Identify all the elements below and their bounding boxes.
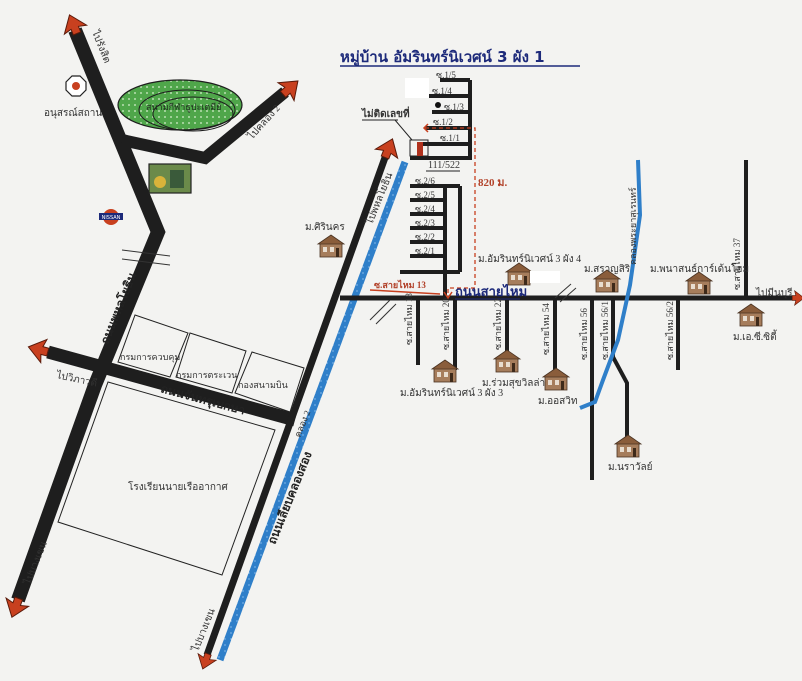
svg-text:ซ.1/4: ซ.1/4	[432, 86, 452, 96]
arrow-to-minburi	[791, 290, 802, 306]
village-label-ec-cities: ม.เอ.ซี.ซิตี้	[733, 329, 778, 343]
svg-text:ซ.2/2: ซ.2/2	[415, 232, 435, 242]
house-icon-ec-cities	[737, 303, 765, 327]
house-icon-amarin4	[505, 262, 533, 286]
soi-label-20: ซ.สายไหม 20	[441, 298, 451, 350]
house-icon-narawan	[614, 434, 642, 458]
road-label-sai-mai: ถนนสายไหม	[455, 283, 527, 300]
house-marker	[417, 142, 423, 156]
map-title: หมู่บ้าน อัมรินทร์นิเวศน์ 3 ผัง 1	[340, 48, 545, 67]
park-area	[117, 79, 243, 132]
svg-text:ซ.1/3: ซ.1/3	[444, 102, 464, 112]
block-outlines	[57, 314, 305, 576]
house-icon-panasan	[685, 271, 713, 295]
soi-network	[400, 78, 472, 298]
village-label-amarin3: ม.อัมรินทร์นิเวศน์ 3 ผัง 3	[400, 387, 503, 399]
house-icon-sirinakorn	[317, 234, 345, 258]
soi-label-56-2: ซ.สายไหม 56/2	[665, 301, 675, 360]
label-dept-control: กรมการควบคุม	[120, 352, 180, 363]
svg-text:ซ.2/5: ซ.2/5	[415, 190, 435, 200]
side-sois	[416, 160, 748, 480]
bridge-marks	[121, 249, 577, 325]
road-phahon-yothin	[11, 27, 289, 603]
canal-east	[579, 159, 643, 410]
house-icon-orchid	[542, 367, 570, 391]
house-number: 111/522	[428, 160, 460, 171]
house-icon-ruamsuk	[493, 349, 521, 373]
svg-text:ซ.2/4: ซ.2/4	[415, 204, 435, 214]
road-chantharupbeksa	[46, 345, 297, 427]
label-park: สนามกีฬาธูปะเตมีย์	[146, 101, 221, 113]
soi-label-56-1: ซ.สายไหม 56/1	[600, 301, 610, 360]
soi-label-56: ซ.สายไหม 56	[579, 308, 589, 360]
market-icon	[148, 163, 192, 194]
label-school: โรงเรียนนายเรืออากาศ	[128, 480, 229, 493]
village-label-sirinakorn: ม.ศิรินคร	[305, 222, 345, 233]
svg-text:ซ.1/1: ซ.1/1	[440, 133, 460, 143]
soi-labels-top: ซ.1/5 ซ.1/4 ซ.1/3 ซ.1/2 ซ.1/1	[432, 70, 464, 143]
soi-label-22: ซ.สายไหม 22	[493, 298, 503, 350]
svg-text:ซ.2/6: ซ.2/6	[415, 176, 435, 186]
route-distance-path	[425, 127, 476, 298]
road-khlong-song	[203, 150, 391, 657]
soi-label-18: ซ.สายไหม 18	[404, 293, 414, 345]
soi-label-54: ซ.สายไหม 54	[541, 303, 551, 355]
soi-label-37: ซ.สายไหม 37	[732, 238, 742, 290]
label-airfield: กองสนามบิน	[238, 380, 288, 390]
village-label-ruamsuk: ม.ร่วมสุขวิลล่า	[482, 378, 545, 389]
svg-text:ซ.2/1: ซ.2/1	[415, 246, 435, 256]
nissan-logo: NISSAN	[99, 209, 123, 225]
label-dept-patrol: กรมการตระเวน	[176, 370, 237, 380]
arrow-to-phahon	[373, 133, 405, 163]
canal-khlong-2	[216, 160, 409, 662]
direction-to-minburi: ไปมีนบุรี	[755, 287, 793, 299]
village-label-panasan: ม.พนาสนธ์การ์เด้นโฮม	[650, 262, 749, 275]
arrow-to-bangkhen-right	[193, 650, 218, 673]
monument-icon	[65, 75, 87, 97]
svg-text:ซ.1/5: ซ.1/5	[436, 70, 456, 80]
village-label-amarin4: ม.อัมรินทร์นิเวศน์ 3 ผัง 4	[478, 253, 581, 265]
svg-text:ซ.2/3: ซ.2/3	[415, 218, 435, 228]
arrow-to-vibhavadi	[24, 334, 52, 365]
canal-label: คลองพระยาสุเรนทร์	[627, 187, 639, 265]
svg-text:ซ.1/2: ซ.1/2	[433, 117, 453, 127]
direction-to-vibhavadi: ไปวิภาวดี	[54, 369, 98, 390]
village-label-narawan: ม.นราวัลย์	[608, 461, 653, 473]
svg-text:NISSAN: NISSAN	[102, 215, 121, 221]
soi-labels-mid: ซ.2/6 ซ.2/5 ซ.2/4 ซ.2/3 ซ.2/2 ซ.2/1	[415, 176, 435, 256]
village-label-orchid: ม.ออสวิท	[538, 396, 577, 407]
no-house-number-label: ไม่ติดเลขที่	[361, 106, 410, 120]
label-monument: อนุสรณ์สถาน	[44, 107, 102, 119]
village-label-saransiri: ม.สราญสิริ	[584, 264, 631, 275]
soi-13-label: ซ.สายไหม 13	[374, 279, 426, 290]
distance-label: 820 ม.	[478, 177, 508, 189]
